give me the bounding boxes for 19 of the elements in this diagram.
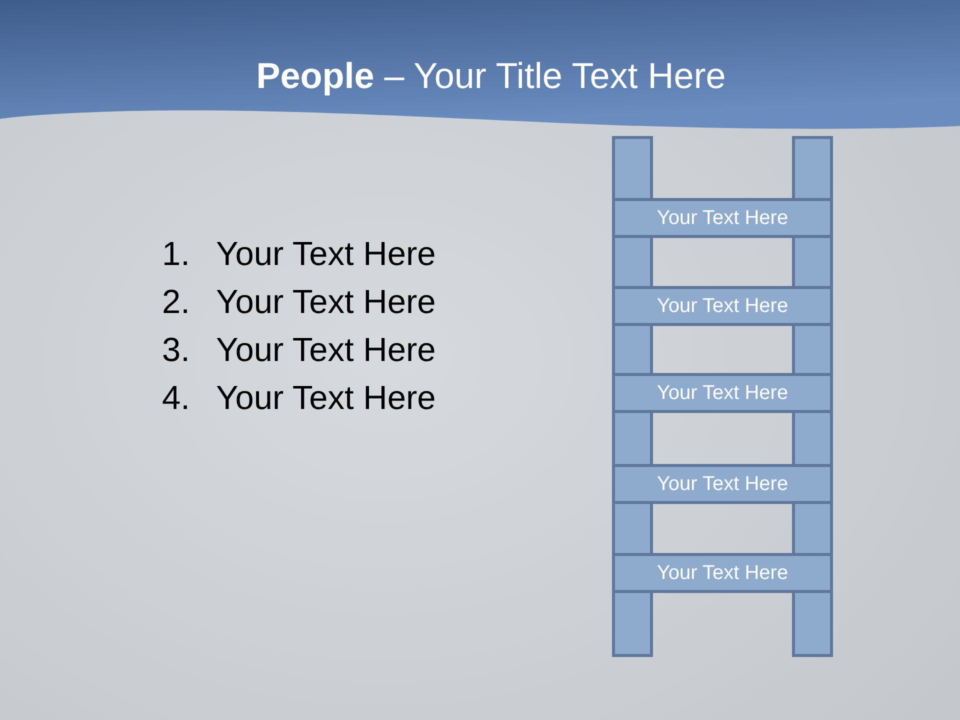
ladder-rung	[612, 198, 833, 238]
list-number: 3.	[162, 332, 190, 370]
rung-label: Your Text Here	[656, 562, 788, 584]
ladder-rung	[612, 553, 833, 593]
list-number: 4.	[162, 380, 190, 418]
ladder-rung	[612, 286, 833, 326]
rung-label: Your Text Here	[656, 206, 788, 230]
rung-label: Your Text Here	[656, 382, 788, 404]
list-item-text: Your Text Here	[216, 284, 436, 322]
rung-label: Your Text Here	[656, 472, 788, 496]
ladder-rung	[612, 373, 833, 413]
list-item-text: Your Text Here	[216, 380, 436, 418]
list-item-text: Your Text Here	[216, 332, 436, 370]
slide-title: People – Your Title Text Here	[256, 55, 726, 97]
list-item-text: Your Text Here	[216, 236, 436, 274]
rung-label: Your Text Here	[656, 294, 788, 318]
list-number: 2.	[162, 284, 190, 322]
ladder-rung	[612, 464, 833, 504]
list-number: 1.	[162, 236, 190, 274]
